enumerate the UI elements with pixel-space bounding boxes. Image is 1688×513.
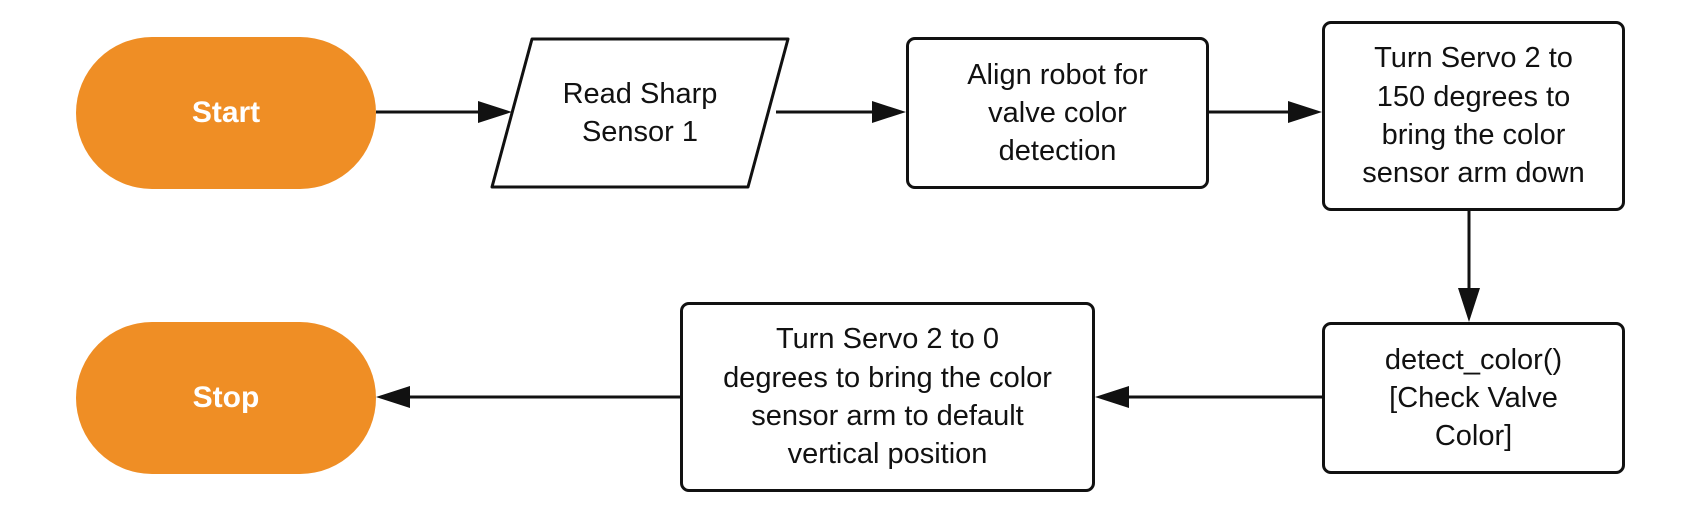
arrowhead-detect bbox=[1458, 288, 1480, 322]
start-terminal: Start bbox=[76, 37, 376, 189]
arrowhead-align bbox=[872, 101, 906, 123]
stop-label: Stop bbox=[192, 381, 260, 414]
align-line-1: Align robot for bbox=[967, 58, 1148, 91]
servo-down-line-3: bring the color bbox=[1381, 119, 1566, 151]
servo-down-node: Turn Servo 2 to 150 degrees to bring the… bbox=[1322, 21, 1625, 211]
start-label: Start bbox=[191, 96, 261, 129]
default-line-4: vertical position bbox=[787, 438, 988, 471]
detect-color-node: detect_color() [Check Valve Color] bbox=[1322, 322, 1625, 474]
servo-down-line-1: Turn Servo 2 to bbox=[1374, 42, 1573, 75]
servo-down-line-4: sensor arm down bbox=[1362, 157, 1585, 190]
arrowhead-servo bbox=[1288, 101, 1322, 123]
read-sensor-line-2: Sensor 1 bbox=[581, 116, 699, 148]
servo-down-line-2: 150 degrees to bbox=[1376, 80, 1571, 113]
detect-line-2: [Check Valve bbox=[1389, 381, 1558, 414]
default-line-1: Turn Servo 2 to 0 bbox=[776, 323, 999, 356]
read-sensor-node: Read Sharp Sensor 1 bbox=[490, 37, 790, 189]
read-sensor-line-1: Read Sharp bbox=[562, 77, 718, 110]
stop-terminal: Stop bbox=[76, 322, 376, 474]
align-line-3: detection bbox=[998, 135, 1117, 168]
align-robot-node: Align robot for valve color detection bbox=[906, 37, 1209, 189]
arrowhead-default bbox=[1095, 386, 1129, 408]
servo-default-node: Turn Servo 2 to 0 degrees to bring the c… bbox=[680, 302, 1095, 492]
arrowhead-stop bbox=[376, 386, 410, 408]
default-line-2: degrees to bring the color bbox=[723, 361, 1052, 394]
align-line-2: valve color bbox=[988, 96, 1127, 129]
detect-line-1: detect_color() bbox=[1384, 343, 1563, 376]
parallelogram-shape bbox=[490, 37, 790, 189]
default-line-3: sensor arm to default bbox=[751, 400, 1024, 432]
detect-line-3: Color] bbox=[1434, 420, 1513, 453]
arrowhead-read bbox=[478, 101, 512, 123]
